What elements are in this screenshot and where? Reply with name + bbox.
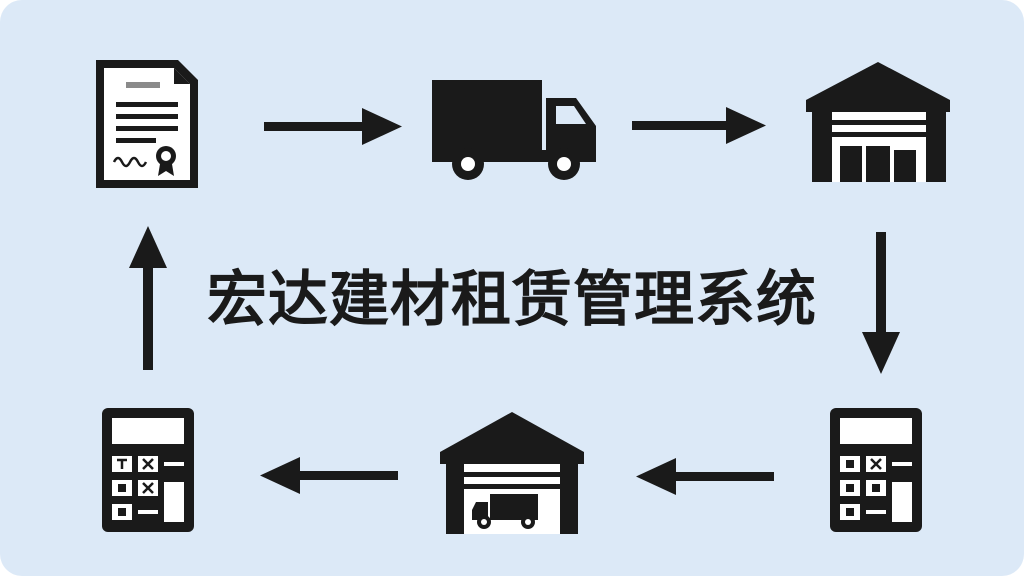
arrow-left-icon [636, 458, 774, 495]
calculator-icon [102, 408, 194, 532]
delivery-truck-icon [432, 80, 596, 180]
arrow-right-icon [264, 108, 402, 145]
arrow-left-icon [260, 457, 398, 494]
arrow-down-icon [862, 232, 900, 374]
diagram-title: 宏达建材租赁管理系统 [207, 265, 817, 335]
arrow-right-icon [632, 107, 766, 144]
warehouse-truck-icon [440, 412, 584, 534]
arrow-up-icon [129, 226, 167, 370]
warehouse-icon [806, 62, 950, 182]
contract-document-icon [96, 60, 198, 188]
calculator-icon [830, 408, 922, 532]
